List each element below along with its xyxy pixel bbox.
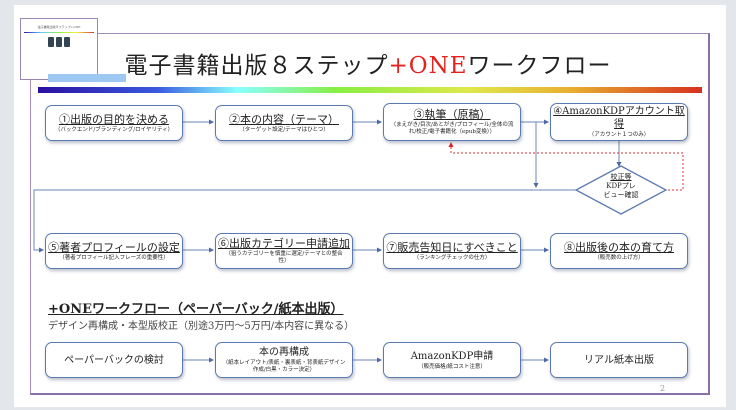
step-sub: （狙うカテゴリーを慎重に選定/テーマとの整合性） [225, 251, 343, 264]
slide-thumbnail[interactable]: 電子書籍出版８ステップ+ONE [20, 18, 98, 80]
step-sub: （アカウント１つのみ） [588, 132, 650, 138]
plus-step-3: AmazonKDP申請（販売価格/紙コスト注意） [383, 342, 521, 378]
step-title: ③執筆（原稿） [413, 108, 491, 121]
decision-diamond [574, 165, 668, 215]
step-title: ⑤著者プロフィールの設定 [48, 240, 180, 254]
step-sub: （まえがき/目次/あとがき/プロフィール/全体の流れ/校正/電子書籍化（epub… [390, 122, 514, 135]
title-rest: ワークフロー [467, 53, 612, 79]
step-title: ⑥出版カテゴリー申請追加 [218, 237, 350, 250]
step-sub: （ランキングチェックの仕方） [413, 254, 491, 261]
step-title: ⑦販売告知日にすべきこと [386, 240, 518, 254]
step-sub: （バックエンド/ブランディング/ロイヤリティ） [54, 126, 174, 133]
step-title: ①出版の目的を決める [59, 112, 169, 126]
step-title: ④AmazonKDPアカウント取得 [553, 106, 685, 130]
slide-title: 電子書籍出版８ステップ+ONEワークフロー [0, 46, 736, 80]
step-7: ⑦販売告知日にすべきこと（ランキングチェックの仕方） [383, 233, 521, 269]
step-title: ②本の内容（テーマ） [229, 112, 339, 126]
step-sub: （著者プロフィール記入フレーズの重要性） [59, 254, 169, 261]
step-2: ②本の内容（テーマ）（ターゲット設定/テーマはひとつ） [215, 105, 353, 141]
plus-step-1: ペーパーバックの検討 [45, 342, 183, 378]
step-sub: （販売数の上げ方） [594, 254, 644, 261]
rainbow-divider [38, 87, 702, 93]
title-highlight: +ONE [388, 53, 468, 79]
step-title: AmazonKDP申請 [410, 350, 494, 362]
decision-line: KDPプレ [606, 182, 636, 190]
step-8: ⑧出版後の本の育て方（販売数の上げ方） [550, 233, 688, 269]
step-5: ⑤著者プロフィールの設定（著者プロフィール記入フレーズの重要性） [45, 233, 183, 269]
plus-step-4: リアル紙本出版 [550, 342, 688, 378]
plus-one-note: デザイン再構成・本型版校正（別途3万円〜5万円/本内容に異なる） [48, 321, 355, 332]
slide-frame [30, 33, 710, 395]
step-title: 本の再構成 [259, 347, 309, 358]
page-number: 2 [660, 384, 666, 393]
step-title: リアル紙本出版 [584, 354, 654, 366]
step-title: ペーパーバックの検討 [64, 354, 164, 366]
step-sub: （ターゲット設定/テーマはひとつ） [239, 126, 329, 133]
step-6: ⑥出版カテゴリー申請追加（狙うカテゴリーを慎重に選定/テーマとの整合性） [215, 233, 353, 269]
thumbnail-caption: 電子書籍出版８ステップ+ONE [37, 25, 81, 29]
plus-one-heading: +ONEワークフロー（ペーパーバック/紙本出版） [48, 302, 344, 317]
plus-step-2: 本の再構成 （紙本レイアウト/表紙・裏表紙・背表紙デザイン作成/白黒・カラー決定） [215, 342, 353, 378]
step-sub: （販売価格/紙コスト注意） [418, 363, 486, 370]
decision-line: 校正等 [610, 173, 632, 181]
step-sub: （紙本レイアウト/表紙・裏表紙・背表紙デザイン作成/白黒・カラー決定） [222, 360, 346, 373]
step-title: ⑧出版後の本の育て方 [564, 240, 674, 254]
step-1: ①出版の目的を決める（バックエンド/ブランディング/ロイヤリティ） [45, 105, 183, 141]
title-main: 電子書籍出版８ステップ [124, 53, 389, 79]
accent-bar [48, 74, 126, 82]
step-4: ④AmazonKDPアカウント取得 （アカウント１つのみ） [550, 103, 688, 141]
step-3: ③執筆（原稿）（まえがき/目次/あとがき/プロフィール/全体の流れ/校正/電子書… [383, 103, 521, 141]
decision-line: ビュー確認 [603, 191, 639, 199]
